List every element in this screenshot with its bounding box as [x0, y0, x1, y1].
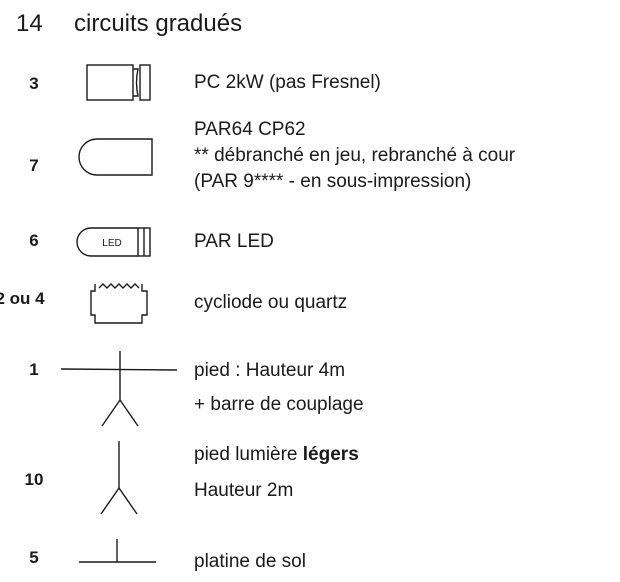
stand-with-bar-icon — [60, 351, 178, 427]
quantity-par64: 7 — [29, 156, 39, 175]
led-symbol-text: LED — [102, 238, 121, 249]
circuit-count: 14 — [16, 10, 43, 37]
label-cycliode: cycliode ou quartz — [194, 292, 348, 313]
label-floor-plate: platine de sol — [194, 551, 306, 572]
quantity-light-stand: 10 — [24, 470, 44, 489]
label-height-2m: Hauteur 2m — [194, 480, 294, 501]
label-par64: PAR64 CP62 — [194, 119, 306, 140]
page-title: circuits gradués — [74, 10, 243, 37]
label-stand-4m: pied : Hauteur 4m — [194, 360, 346, 381]
par64-icon — [78, 138, 153, 176]
cycliode-icon — [90, 283, 148, 324]
label-pc: PC 2kW (pas Fresnel) — [194, 72, 381, 93]
note-par64-connection: ** débranché en jeu, rebranché à cour — [194, 145, 516, 166]
light-stand-icon — [100, 441, 138, 515]
quantity-pc: 3 — [29, 74, 39, 93]
quantity-stand-4m: 1 — [29, 360, 39, 379]
quantity-floor-plate: 5 — [29, 548, 39, 567]
quantity-par-led: 6 — [29, 231, 39, 250]
pc-spotlight-icon — [86, 64, 151, 101]
label-coupling-bar: + barre de couplage — [194, 394, 364, 415]
label-par-led: PAR LED — [194, 231, 274, 252]
label-light-stand-bold: légers — [302, 444, 359, 465]
quantity-cycliode: 2 ou 4 — [0, 289, 45, 308]
label-light-stand: pied lumière légers — [194, 444, 359, 465]
note-par64-subprint: (PAR 9**** - en sous-impression) — [194, 171, 472, 192]
par-led-icon: LED — [76, 227, 151, 257]
floor-plate-icon — [79, 539, 156, 563]
